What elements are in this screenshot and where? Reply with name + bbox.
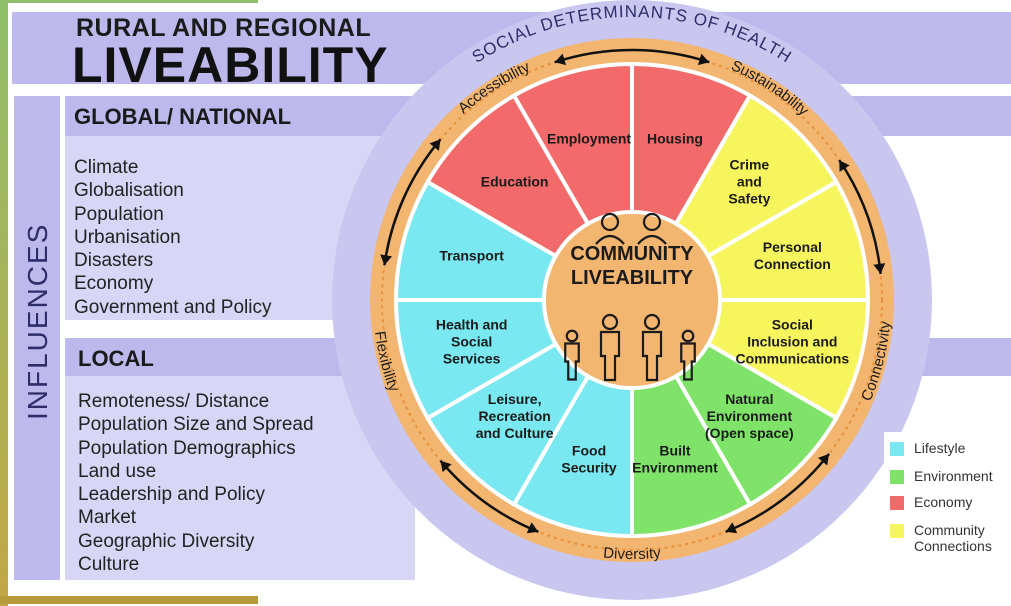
segment-label: Leisure, xyxy=(488,391,542,407)
segment-label: Recreation xyxy=(478,408,550,424)
legend-label: Environment xyxy=(914,468,993,484)
ring-arrow xyxy=(439,459,539,533)
wheel-segment xyxy=(511,61,634,227)
frame-bottom-line xyxy=(0,596,258,604)
title-line-1: RURAL AND REGIONAL xyxy=(76,14,372,42)
legend-label: Economy xyxy=(914,494,973,510)
person-shoulders xyxy=(637,234,667,245)
frame-left-line xyxy=(0,0,8,606)
center-title-line-2: LIVEABILITY xyxy=(571,267,694,289)
segment-label: Personal xyxy=(763,239,822,255)
segment-label: and xyxy=(737,173,762,189)
arrow-head xyxy=(725,522,738,534)
segment-label: Services xyxy=(443,351,501,367)
person-body xyxy=(599,330,621,382)
segment-label: Social xyxy=(772,317,813,333)
legend: Lifestyle Environment Economy Community … xyxy=(884,432,1008,562)
arrow-head xyxy=(554,53,567,66)
segment-label: Crime xyxy=(730,156,770,172)
list-item: Land use xyxy=(78,460,157,482)
global-heading: GLOBAL/ NATIONAL xyxy=(74,104,292,129)
legend-swatch xyxy=(890,524,904,538)
arrow-head xyxy=(839,160,850,172)
ring-arrow xyxy=(554,48,710,64)
ring-arrow xyxy=(838,159,882,274)
segment-label: and Culture xyxy=(476,425,554,441)
person-head xyxy=(565,329,579,343)
person-head xyxy=(642,212,662,232)
segment-label: Transport xyxy=(439,248,504,264)
person-head xyxy=(681,329,695,343)
title-line-2: LIVEABILITY xyxy=(72,37,389,93)
segment-label: Food xyxy=(572,443,606,459)
segment-label: Housing xyxy=(647,130,703,146)
segment-label: Connection xyxy=(754,256,831,272)
local-list: Remoteness/ Distance Population Size and… xyxy=(78,390,314,576)
list-item: Leadership and Policy xyxy=(78,484,265,506)
person-head xyxy=(643,313,661,331)
list-item: Globalisation xyxy=(74,180,184,202)
segment-label: Education xyxy=(481,173,549,189)
family-icon xyxy=(564,212,696,382)
segment-label: Environment xyxy=(632,460,718,476)
arrow-head xyxy=(818,453,830,466)
legend-label: Lifestyle xyxy=(914,440,966,456)
ring-label: Diversity xyxy=(603,544,662,563)
arrow-head xyxy=(526,522,539,534)
segment-label: Social xyxy=(451,334,492,350)
segment-label: Security xyxy=(561,460,616,476)
arrow-head xyxy=(697,53,710,66)
list-item: Market xyxy=(78,507,137,529)
segment-label: (Open space) xyxy=(705,425,794,441)
segment-label: Inclusion and xyxy=(747,334,837,350)
person-body xyxy=(641,330,663,382)
global-list: Climate Globalisation Population Urbanis… xyxy=(74,156,272,319)
segment-label: Natural xyxy=(725,391,773,407)
legend-swatch xyxy=(890,442,904,456)
center-circle xyxy=(546,214,718,386)
arrow-head xyxy=(380,254,393,266)
legend-swatch xyxy=(890,470,904,484)
center-title-line-1: COMMUNITY xyxy=(570,243,694,265)
person-body xyxy=(564,342,580,381)
segment-label: Communications xyxy=(736,351,850,367)
legend-swatch xyxy=(890,496,904,510)
segment-label: Health and xyxy=(436,317,508,333)
list-item: Geographic Diversity xyxy=(78,530,255,552)
list-item: Disasters xyxy=(74,250,154,272)
list-item: Climate xyxy=(74,157,139,178)
list-item: Urbanisation xyxy=(74,226,181,248)
list-item: Remoteness/ Distance xyxy=(78,391,270,412)
ring-arrow xyxy=(725,453,830,533)
influences-band xyxy=(14,96,60,580)
list-item: Government and Policy xyxy=(74,296,272,318)
arrow-head xyxy=(429,139,441,151)
list-item: Economy xyxy=(74,273,154,295)
segment-label: Environment xyxy=(707,408,793,424)
segment-label: Safety xyxy=(728,190,770,206)
person-shoulders xyxy=(595,234,625,245)
frame-top-line xyxy=(0,0,258,3)
list-item: Culture xyxy=(78,554,140,576)
list-item: Population xyxy=(74,203,164,225)
local-heading: LOCAL xyxy=(78,346,154,371)
arrow-head xyxy=(873,263,886,274)
segment-label: Built xyxy=(659,443,690,459)
list-item: Population Size and Spread xyxy=(78,414,314,436)
legend-label: Community Connections xyxy=(914,522,992,554)
ring-arrow xyxy=(383,138,442,266)
arrow-head xyxy=(440,460,452,473)
segment-label: Employment xyxy=(547,130,631,146)
person-head xyxy=(601,313,619,331)
person-head xyxy=(600,212,620,232)
list-item: Population Demographics xyxy=(78,437,296,459)
person-body xyxy=(680,342,696,381)
